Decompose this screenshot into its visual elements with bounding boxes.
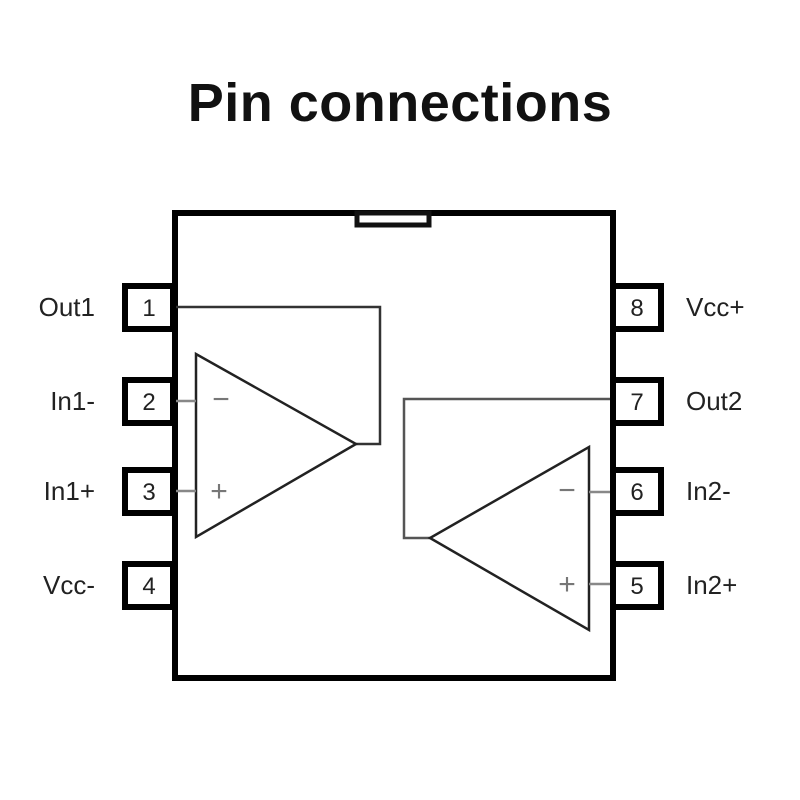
pin-box (122, 377, 176, 426)
opamp-1-triangle (194, 351, 359, 540)
opamp-2-feedback-wire (402, 397, 613, 540)
opamp-2-minus-symbol: − (558, 474, 576, 507)
pin-box (122, 467, 176, 516)
pin-box (122, 283, 176, 332)
opamp-2 (402, 397, 613, 633)
pin-6: 6 In2- (610, 467, 731, 516)
pin-box (610, 467, 664, 516)
ic-notch (354, 210, 432, 228)
opamp-2-triangle (427, 444, 591, 633)
pin-2: 2 In1- (50, 377, 176, 426)
opamp-2-plus-symbol: + (558, 568, 576, 601)
pin-number: 7 (630, 389, 643, 416)
pin-8: 8 Vcc+ (610, 283, 745, 332)
pin-label: In2- (686, 476, 731, 506)
pin-box (610, 561, 664, 610)
pin-label: In2+ (686, 570, 737, 600)
pin-number: 1 (142, 295, 155, 322)
pin-number: 6 (630, 479, 643, 506)
pin-number: 4 (142, 573, 155, 600)
pin-3: 3 In1+ (44, 467, 176, 516)
pin-label: Vcc+ (686, 292, 745, 322)
pin-box (610, 377, 664, 426)
opamp-1-feedback-wire (175, 305, 382, 446)
ic-body (172, 210, 616, 681)
pin-label: In1+ (44, 476, 95, 506)
diagram-title: Pin connections (187, 73, 613, 133)
pin-number: 3 (142, 479, 155, 506)
pin-box (122, 561, 176, 610)
pin-label: Out2 (686, 386, 742, 416)
pin-label: Out1 (39, 292, 95, 322)
opamp-1-plus-symbol: + (210, 475, 228, 508)
pin-4: 4 Vcc- (43, 561, 176, 610)
pin-label: In1- (50, 386, 95, 416)
pin-5: 5 In2+ (610, 561, 737, 610)
pin-number: 8 (630, 295, 643, 322)
pin-number: 5 (630, 573, 643, 600)
opamp-1-minus-symbol: − (212, 383, 230, 416)
opamp-1 (175, 305, 382, 540)
pin-1: 1 Out1 (39, 283, 176, 332)
pin-box (610, 283, 664, 332)
pin-7: 7 Out2 (610, 377, 742, 426)
pin-label: Vcc- (43, 570, 95, 600)
pin-number: 2 (142, 389, 155, 416)
